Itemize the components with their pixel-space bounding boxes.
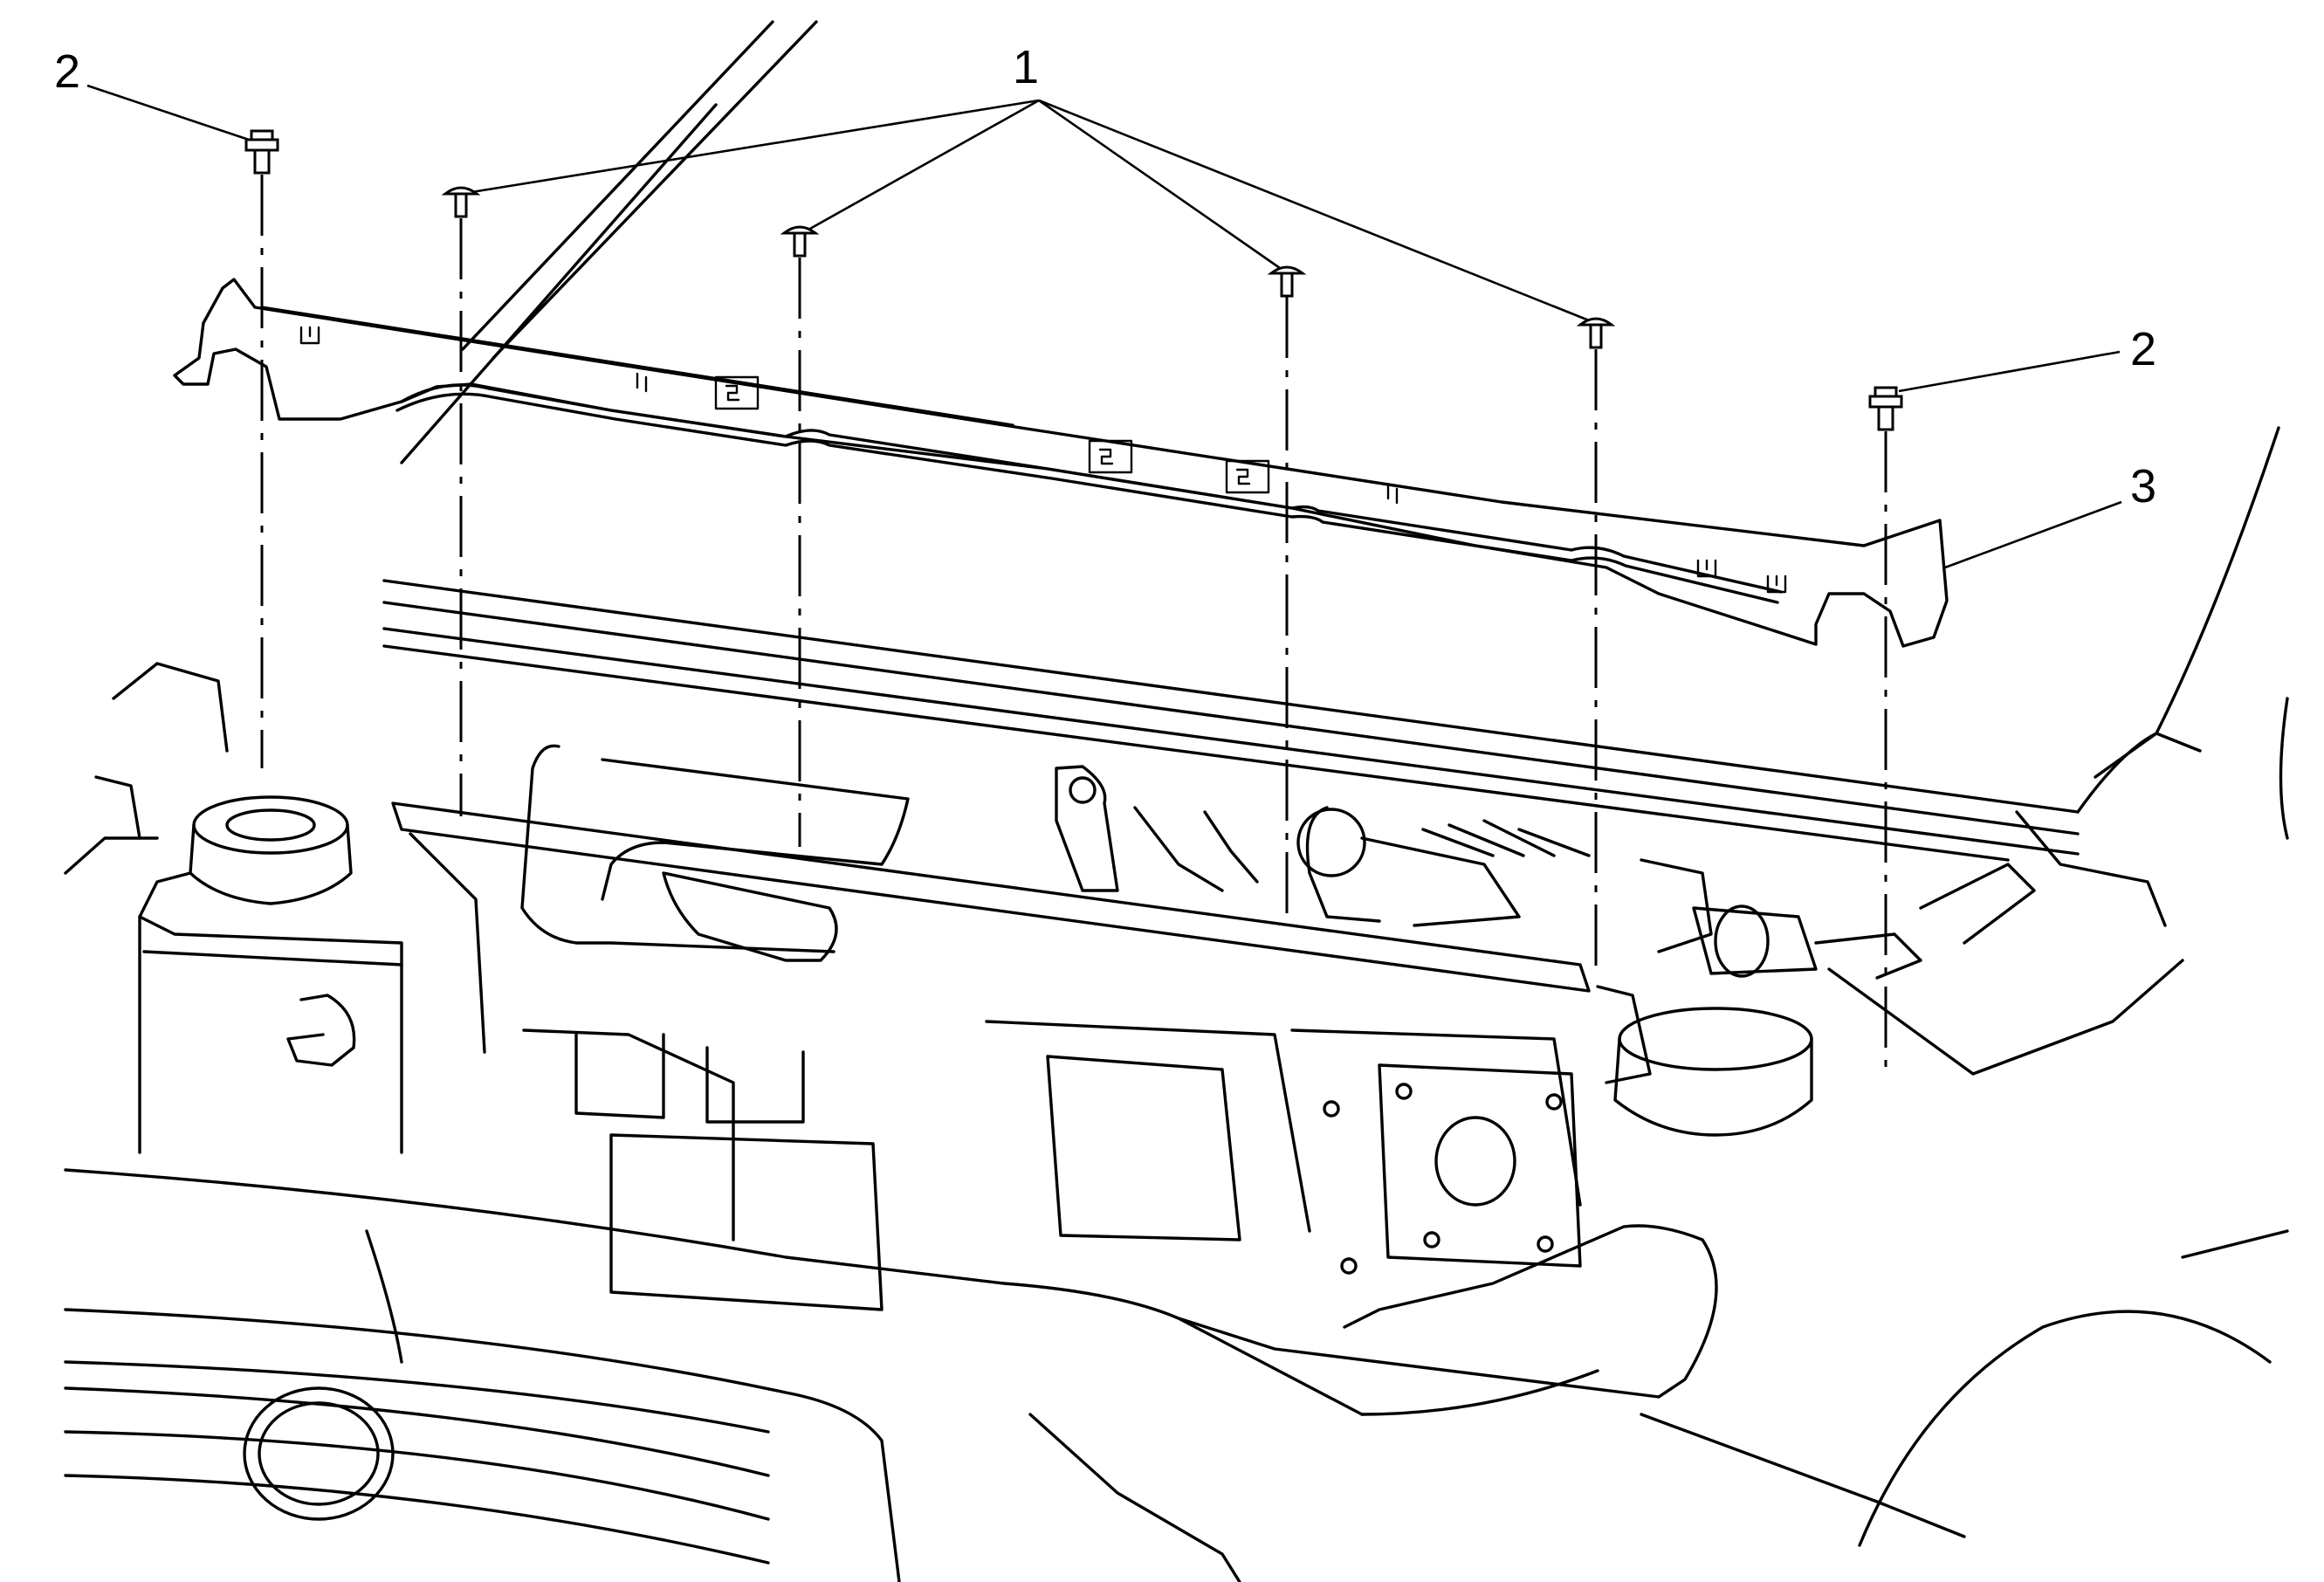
leader-lines — [86, 84, 2122, 569]
plenum-panel — [391, 744, 1591, 1311]
leader-2-right — [1898, 350, 2121, 393]
retainer-clip-icon — [1868, 386, 1903, 431]
callout-label-2-left: 2 — [54, 45, 80, 98]
air-inlet-panel — [173, 278, 1949, 648]
windshield-cowl — [382, 579, 2158, 862]
hood-outline — [400, 20, 2289, 840]
fasteners — [244, 129, 1903, 431]
push-pin-icon — [441, 186, 481, 218]
alignment-lines — [260, 175, 1887, 1074]
push-pin-icon — [1267, 265, 1307, 298]
leader-1-c — [1038, 99, 1281, 270]
left-strut-tower — [64, 662, 403, 1154]
leader-2-left — [86, 84, 250, 141]
callout-label-1: 1 — [1013, 41, 1039, 93]
wiper-linkage — [1055, 765, 2036, 980]
push-pin-icon — [780, 225, 820, 258]
callout-label-3: 3 — [2130, 460, 2156, 512]
push-pin-icon — [1576, 317, 1616, 349]
leader-1-a — [460, 99, 1040, 196]
callout-label-2-right: 2 — [2130, 323, 2156, 375]
right-strut-tower — [1323, 810, 2184, 1275]
leader-1-d — [1038, 99, 1590, 322]
front-fascia — [64, 1168, 2289, 1582]
leader-1-b — [808, 99, 1040, 231]
retainer-clip-icon — [244, 129, 279, 175]
leader-3 — [1944, 500, 2122, 569]
